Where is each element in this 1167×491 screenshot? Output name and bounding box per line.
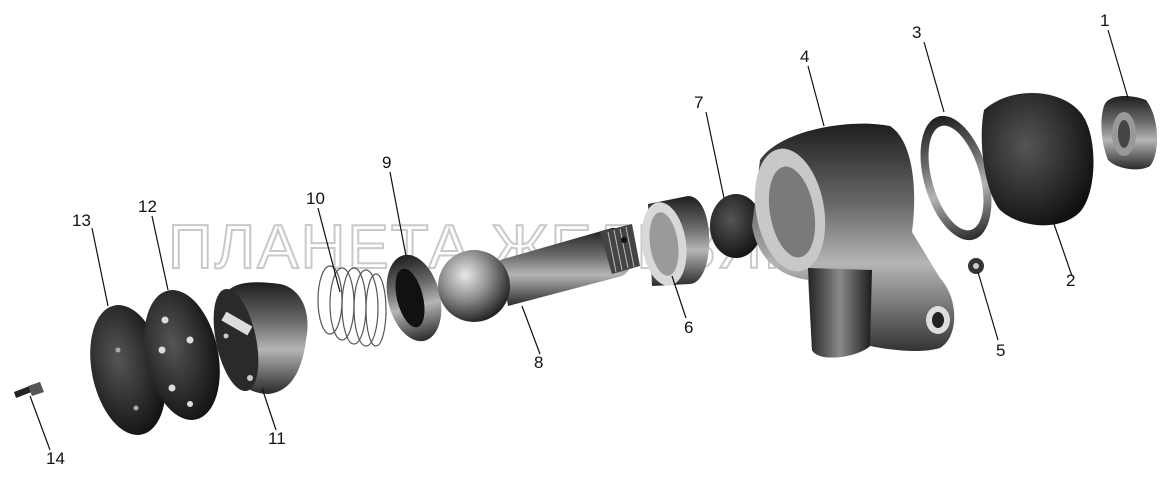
part-2-boot xyxy=(981,92,1094,226)
callout-14: 14 xyxy=(46,449,65,468)
leader-lines xyxy=(29,29,1129,451)
part-3-ring xyxy=(920,115,992,241)
part-10-spring xyxy=(317,265,387,347)
part-9-ring xyxy=(386,254,442,342)
part-4-housing xyxy=(752,123,955,358)
part-1-castle-nut xyxy=(1101,96,1158,170)
callout-labels: 1 2 3 4 5 6 7 8 9 10 11 12 13 14 xyxy=(46,11,1109,468)
callout-1: 1 xyxy=(1100,11,1109,30)
callout-7: 7 xyxy=(694,93,703,112)
callout-3: 3 xyxy=(912,23,921,42)
part-5-small-nut xyxy=(968,258,984,274)
callout-5: 5 xyxy=(996,341,1005,360)
callout-2: 2 xyxy=(1066,271,1075,290)
callout-10: 10 xyxy=(306,189,325,208)
callout-12: 12 xyxy=(138,197,157,216)
part-8-ball-stud xyxy=(438,224,640,322)
part-11-cup xyxy=(213,282,308,394)
callout-9: 9 xyxy=(382,153,391,172)
callout-4: 4 xyxy=(800,47,809,66)
part-12-plate xyxy=(144,290,220,420)
callout-11: 11 xyxy=(268,429,286,448)
callout-13: 13 xyxy=(72,211,91,230)
part-14-screw xyxy=(14,382,44,398)
part-6-bushing xyxy=(641,196,710,286)
callout-8: 8 xyxy=(534,353,543,372)
callout-6: 6 xyxy=(684,318,693,337)
part-7-plug xyxy=(710,194,762,258)
